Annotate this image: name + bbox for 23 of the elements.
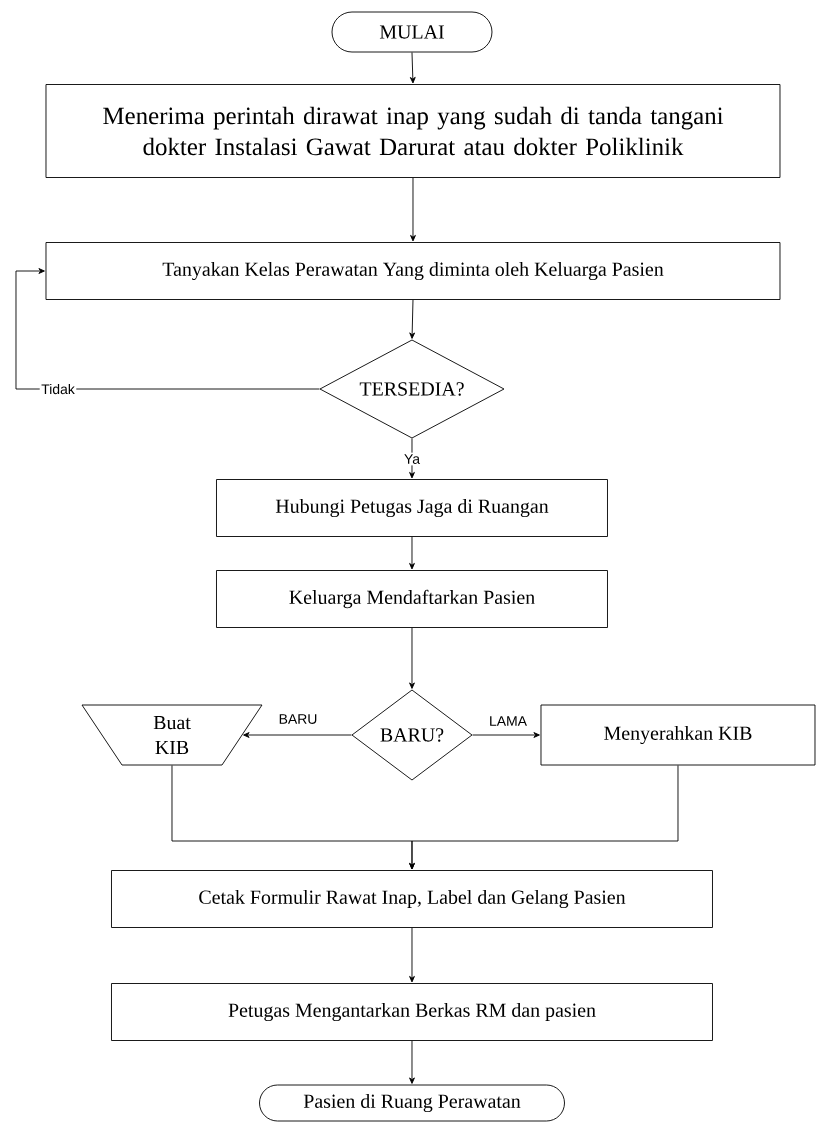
arrow — [409, 927, 415, 983]
process-box: Menerima perintah dirawat inap yang sudah di tanda tangani dokter Instalasi Gawat Darurat atau dokter Poliklinik — [45, 84, 781, 178]
arrow — [472, 732, 540, 738]
process-box: Hubungi Petugas Jaga di Ruangan — [216, 479, 608, 537]
arrow — [409, 536, 415, 570]
arrow — [409, 765, 679, 870]
process-box: Keluarga Mendaftarkan Pasien — [216, 570, 608, 628]
process-box: Tanyakan Kelas Perawatan Yang diminta oleh Keluarga Pasien — [45, 242, 781, 300]
arrow — [409, 627, 415, 689]
arrow — [409, 438, 415, 479]
process-box: Petugas Mengantarkan Berkas RM dan pasien — [111, 983, 713, 1041]
edge-label: BARU — [277, 712, 319, 726]
process-box: Cetak Formulir Rawat Inap, Label dan Gelang Pasien — [111, 870, 713, 928]
edge-label: Tidak — [39, 382, 77, 396]
edge-label: LAMA — [487, 714, 529, 728]
process-box: Menyerahkan KIB — [540, 704, 816, 766]
arrow — [410, 177, 416, 242]
arrow — [409, 52, 416, 84]
arrow — [15, 268, 320, 390]
edge-label: Ya — [402, 452, 422, 466]
arrow — [409, 299, 416, 339]
arrow — [409, 1040, 415, 1084]
arrow — [243, 732, 352, 738]
